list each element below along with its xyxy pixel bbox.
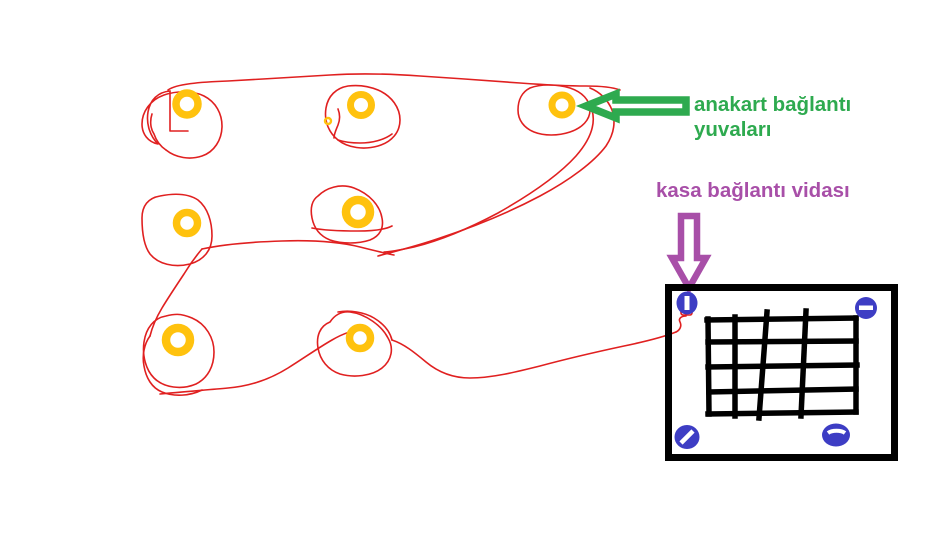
hole-mid-center <box>341 195 375 229</box>
screw-bottom-right <box>822 423 850 447</box>
sketch-lobe-top-left <box>141 90 223 159</box>
mb-border-top <box>704 315 859 323</box>
mb-border-bottom <box>705 409 859 417</box>
motherboard-grid <box>704 308 860 421</box>
sketch-diagonal-right <box>383 109 594 253</box>
red-sketch-group <box>141 73 693 396</box>
purple-arrow-shape <box>666 212 712 295</box>
sketch-right-sweep <box>377 87 615 257</box>
sketch-to-case-connector <box>391 331 677 379</box>
mb-row-line-1 <box>705 338 859 345</box>
hole-top-right <box>548 91 576 119</box>
sketch-top-outline <box>167 73 621 91</box>
sketch-mid-connector <box>201 239 395 256</box>
mb-row-line-3 <box>706 386 859 395</box>
screw-top-right <box>855 297 877 319</box>
label-case-screw: kasa bağlantı vidası <box>656 179 850 202</box>
green-left-arrow <box>575 88 690 124</box>
sketch-lobe-mid-center <box>310 185 384 244</box>
tiny-hole-dot <box>323 116 333 126</box>
hole-bottom-center <box>345 323 375 353</box>
hole-top-left <box>172 89 202 119</box>
mb-col-line-2 <box>756 309 770 421</box>
case-screws-group <box>674 291 877 449</box>
mb-row-line-2 <box>705 362 860 370</box>
screw-bottom-left <box>674 425 700 449</box>
sketch-lobe-top-center <box>324 84 401 149</box>
sketch-tiny-detail <box>333 108 341 139</box>
sketch-lobe-top-left-inner <box>149 113 167 151</box>
sketch-bottom-band <box>159 329 363 395</box>
sketch-lobe-bottom-left-outer <box>142 335 203 396</box>
sketch-lobe-top-right <box>517 84 591 136</box>
standoff-holes-group <box>161 89 576 357</box>
purple-down-arrow <box>666 212 712 295</box>
screw-top-left <box>676 291 698 315</box>
green-arrow-shape <box>575 88 690 124</box>
sketch-lobe-top-left-tail <box>169 90 189 132</box>
hole-bottom-left <box>161 323 195 357</box>
sketch-left-connector <box>149 248 203 337</box>
mb-col-line-3 <box>798 308 809 419</box>
case-outer-border <box>665 284 898 461</box>
sketch-lobe-bottom-left <box>142 313 215 389</box>
computer-case <box>665 284 898 461</box>
label-motherboard-slots: anakart bağlantı yuvaları <box>694 93 852 141</box>
hole-mid-left <box>172 208 202 238</box>
sketch-lobe-bottom-center-tail <box>337 310 393 341</box>
sketch-lobe-mid-center-tail <box>311 225 393 232</box>
hole-top-center <box>347 91 375 119</box>
sketch-lobe-top-center-tail <box>337 133 393 144</box>
